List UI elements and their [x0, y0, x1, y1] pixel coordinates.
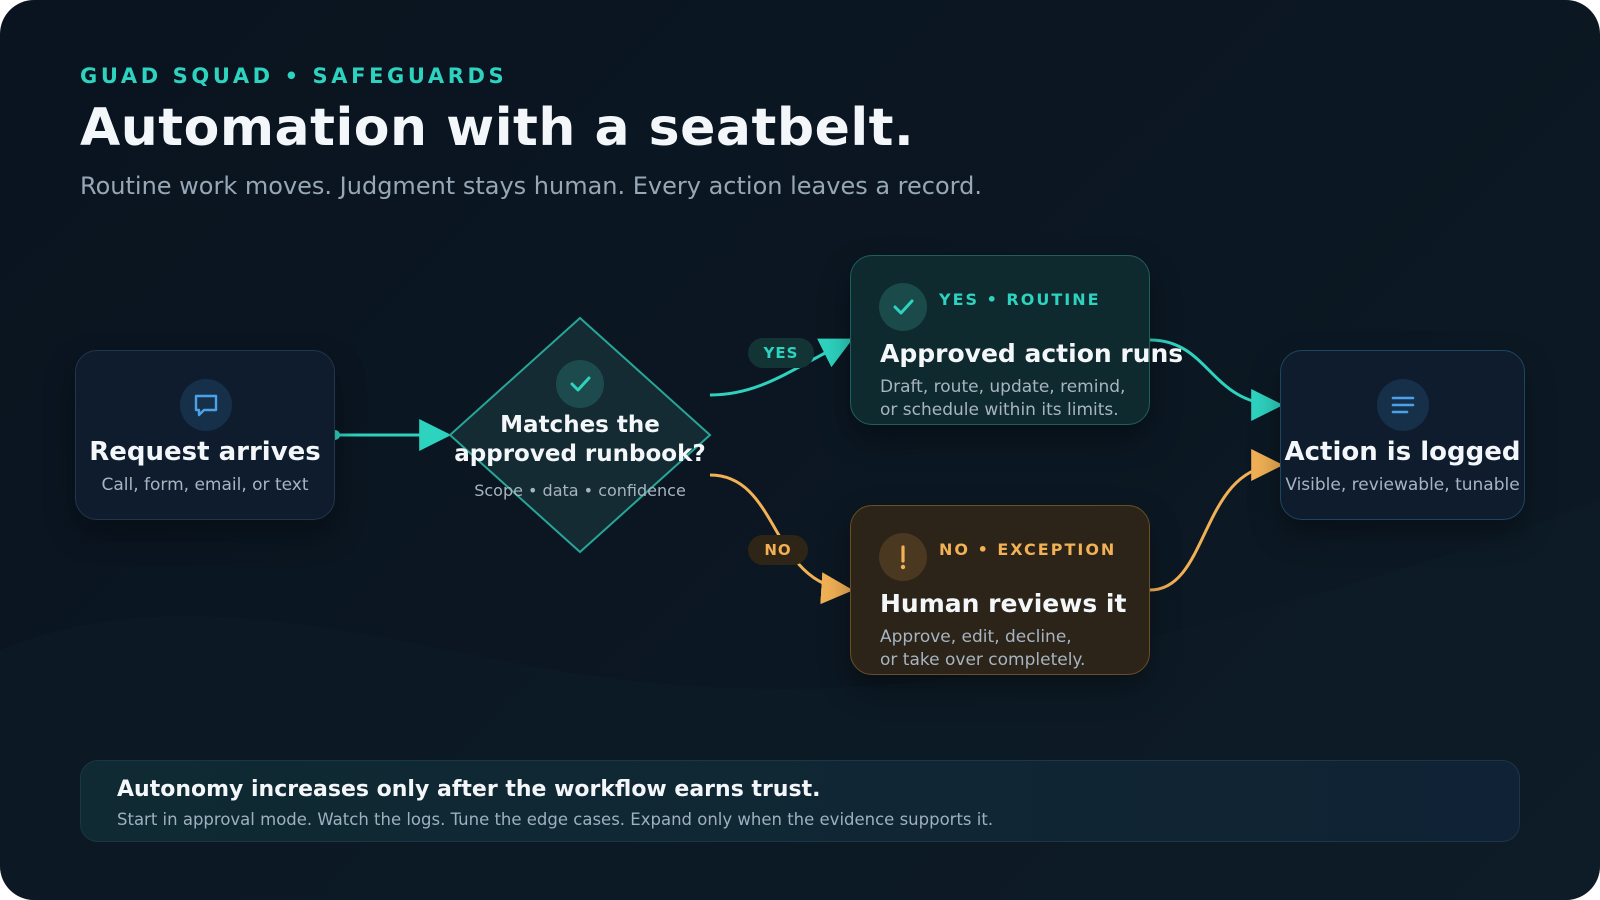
routine-card: YES • ROUTINE Approved action runs Draft… — [850, 255, 1183, 425]
list-lines-icon — [1377, 379, 1429, 431]
exclamation-icon — [879, 533, 927, 581]
routine-desc-line1: Draft, route, update, remind, — [880, 377, 1126, 397]
exception-desc-line1: Approve, edit, decline, — [880, 627, 1072, 647]
decision-title-line1: Matches the — [500, 412, 660, 438]
routine-tag: YES • ROUTINE — [939, 290, 1101, 309]
banner-text: Start in approval mode. Watch the logs. … — [117, 810, 994, 829]
routine-title: Approved action runs — [880, 339, 1184, 368]
chat-bubble-icon — [180, 379, 232, 431]
exception-card: NO • EXCEPTION Human reviews it Approve,… — [850, 505, 1150, 675]
logged-card: Action is logged Visible, reviewable, tu… — [1280, 350, 1525, 520]
page-subtitle: Routine work moves. Judgment stays human… — [80, 172, 982, 200]
request-title: Request arrives — [89, 437, 321, 467]
yes-pill: YES — [748, 338, 814, 368]
request-card: Request arrives Call, form, email, or te… — [75, 350, 335, 520]
banner-title: Autonomy increases only after the workfl… — [117, 777, 821, 802]
page-title: Automation with a seatbelt. — [80, 98, 915, 158]
decision-check-icon — [556, 360, 604, 408]
exception-desc-line2: or take over completely. — [880, 650, 1086, 670]
routine-check-icon — [879, 283, 927, 331]
decision-subtitle: Scope • data • confidence — [474, 481, 686, 500]
arrow-exception-to-log — [1149, 449, 1284, 592]
routine-desc-line2: or schedule within its limits. — [880, 400, 1119, 420]
exception-tag: NO • EXCEPTION — [939, 540, 1117, 559]
decision-diamond — [448, 316, 712, 554]
arrow-no-branch — [709, 473, 854, 605]
logged-subtitle: Visible, reviewable, tunable — [1285, 475, 1520, 495]
request-subtitle: Call, form, email, or text — [101, 475, 309, 495]
exception-title: Human reviews it — [880, 589, 1127, 618]
eyebrow-label: GUAD SQUAD • SAFEGUARDS — [80, 64, 508, 88]
arrow-yes-branch — [709, 338, 853, 397]
decision-title-line2: approved runbook? — [454, 441, 706, 467]
no-pill: NO — [748, 535, 808, 565]
logged-title: Action is logged — [1284, 437, 1521, 467]
trust-banner: Autonomy increases only after the workfl… — [80, 760, 1520, 842]
arrow-routine-to-log — [1149, 338, 1284, 421]
